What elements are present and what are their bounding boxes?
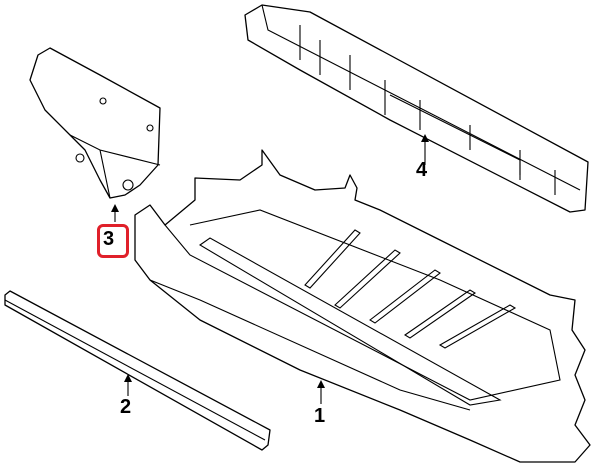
callout-2[interactable]: 2 bbox=[120, 396, 132, 418]
part-4-support-bar[interactable] bbox=[244, 4, 589, 213]
callout-1[interactable]: 1 bbox=[314, 405, 326, 427]
part-3-deflector[interactable] bbox=[29, 47, 161, 199]
callout-3[interactable]: 3 bbox=[103, 228, 115, 250]
highlight-box-3 bbox=[97, 224, 129, 258]
part-1-under-cover[interactable] bbox=[134, 149, 591, 463]
callout-4[interactable]: 4 bbox=[416, 159, 428, 181]
part-2-molding-strip[interactable] bbox=[4, 290, 271, 451]
leader-lines bbox=[111, 134, 429, 404]
